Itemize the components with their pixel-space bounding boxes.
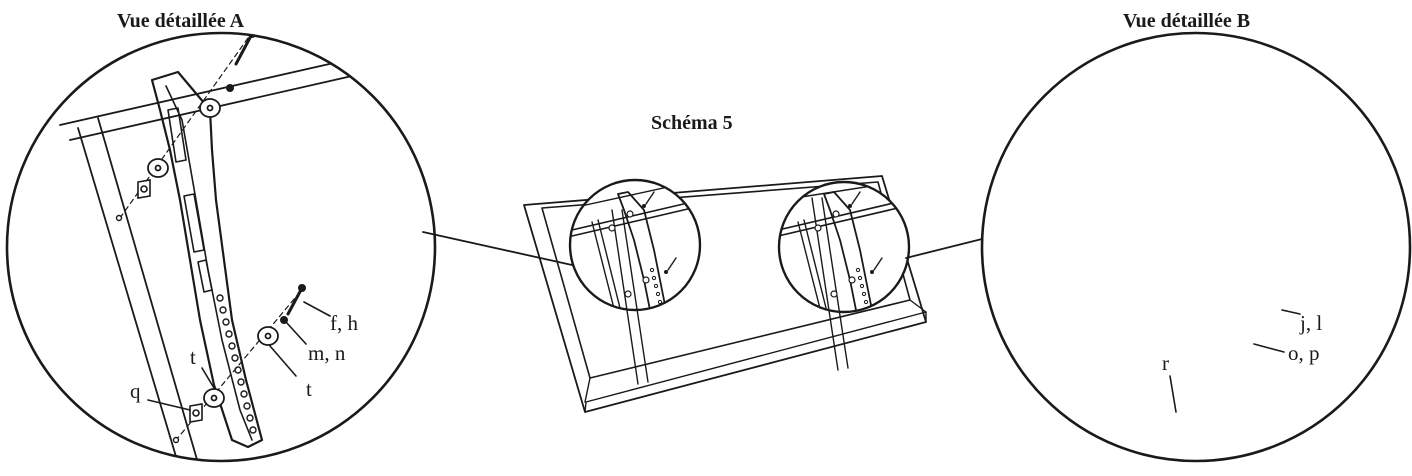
detail-a-title: Vue détaillée A: [117, 10, 245, 32]
overview-tv-panel: [523, 175, 927, 413]
label-q: q: [130, 379, 141, 403]
standoff-icon: [137, 179, 203, 423]
overview-circle-right: [777, 180, 911, 314]
label-r: r: [1162, 351, 1169, 375]
label-t-lower: t: [306, 377, 312, 401]
detail-a-view: f, h m, n t t q: [5, 31, 437, 463]
connector-line-a: [422, 231, 573, 266]
figure-title: Schéma 5: [651, 112, 733, 134]
label-m-n: m, n: [308, 341, 346, 365]
label-f-h: f, h: [330, 311, 358, 335]
washer-icon: [147, 98, 279, 408]
label-j-l: j, l: [1299, 311, 1322, 335]
connector-line-b: [905, 236, 991, 259]
label-t-upper: t: [190, 345, 196, 369]
detail-b-view: j, l o, p r: [980, 31, 1412, 463]
detail-b-title: Vue détaillée B: [1123, 10, 1251, 32]
label-o-p: o, p: [1288, 341, 1320, 365]
